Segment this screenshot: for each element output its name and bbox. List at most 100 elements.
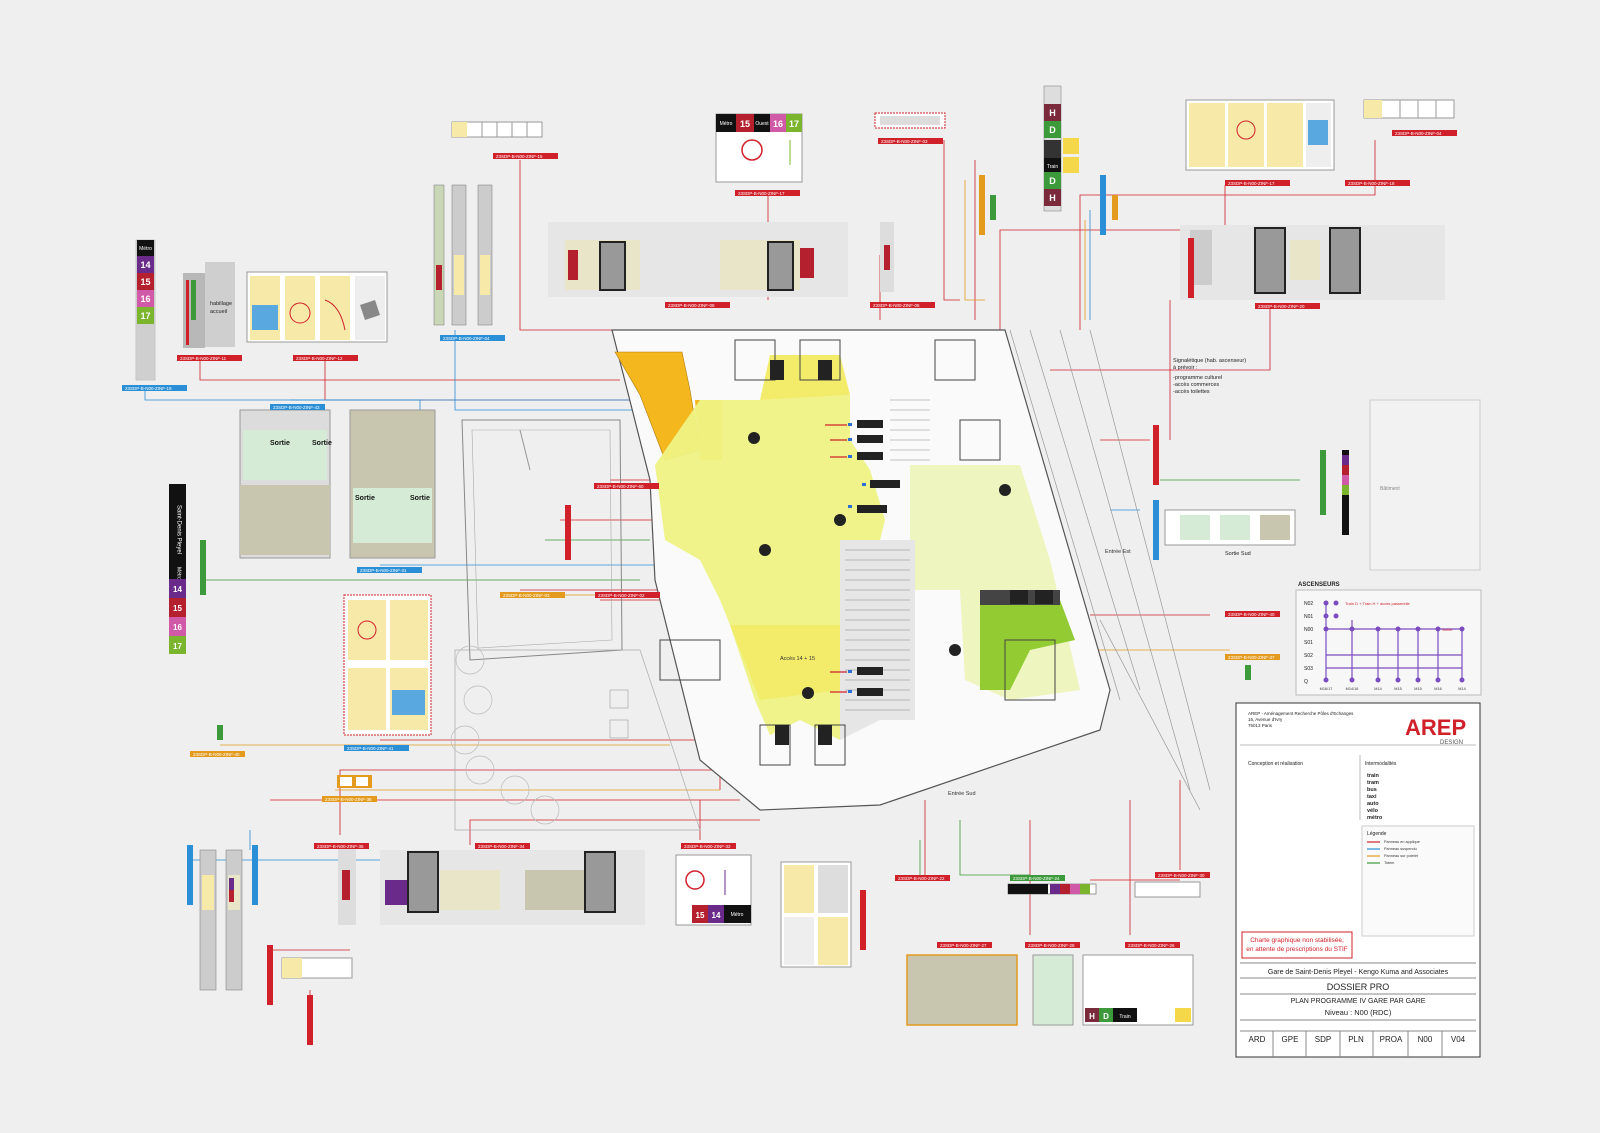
svg-text:23SDP-B-N00-ZINF-18: 23SDP-B-N00-ZINF-18 [1348, 181, 1395, 186]
svg-text:V04: V04 [1451, 1035, 1466, 1044]
svg-text:23SDP-B-N00-ZINF-41: 23SDP-B-N00-ZINF-41 [347, 746, 394, 751]
svg-text:vélo: vélo [1367, 808, 1379, 814]
svg-text:15: 15 [696, 911, 705, 920]
svg-text:N00: N00 [1304, 627, 1313, 633]
plan-panels-top-left [246, 271, 388, 343]
svg-text:23SDP-B-N00-ZINF-24: 23SDP-B-N00-ZINF-24 [1013, 876, 1060, 881]
svg-text:15: 15 [140, 277, 150, 287]
svg-text:tram: tram [1367, 780, 1379, 786]
svg-text:17: 17 [173, 642, 182, 651]
plan-panels-top-right [1185, 99, 1455, 171]
svg-text:17: 17 [789, 119, 799, 129]
svg-text:M16: M16 [1434, 687, 1441, 691]
svg-text:23SDP-B-N00-ZINF-40: 23SDP-B-N00-ZINF-40 [193, 752, 240, 757]
svg-text:PLAN PROGRAMME IV GARE PAR GAR: PLAN PROGRAMME IV GARE PAR GARE [1291, 998, 1426, 1005]
svg-text:Intermodalités: Intermodalités [1365, 761, 1397, 767]
svg-text:Panneau suspendu: Panneau suspendu [1384, 847, 1417, 851]
svg-text:17: 17 [140, 311, 150, 321]
svg-text:train: train [1367, 773, 1380, 779]
svg-text:ARD: ARD [1249, 1035, 1266, 1044]
svg-text:D: D [1049, 176, 1056, 186]
vertical-panels [433, 184, 493, 326]
small-sign-top [451, 121, 543, 138]
svg-text:23SDP-B-N00-ZINF-02: 23SDP-B-N00-ZINF-02 [598, 593, 645, 598]
svg-text:16: 16 [773, 119, 783, 129]
metro-column-header: Métro [139, 246, 152, 252]
svg-text:Train: Train [1119, 1014, 1130, 1020]
sortie-sud-panel: Sortie Sud [1164, 509, 1296, 557]
svg-text:23SDP-B-N00-ZINF-31: 23SDP-B-N00-ZINF-31 [360, 568, 407, 573]
svg-text:23SDP-B-N00-ZINF-12: 23SDP-B-N00-ZINF-12 [296, 356, 343, 361]
svg-text:Gare de Saint-Denis Pleyel - K: Gare de Saint-Denis Pleyel - Kengo Kuma … [1268, 969, 1449, 976]
svg-text:23SDP-B-N00-ZINF-11: 23SDP-B-N00-ZINF-11 [180, 356, 227, 361]
svg-text:23SDP-B-N00-ZINF-28: 23SDP-B-N00-ZINF-28 [1028, 943, 1075, 948]
svg-text:M14: M14 [1374, 687, 1381, 691]
svg-text:14: 14 [140, 260, 150, 270]
svg-text:23SDP-B-N00-ZINF-34: 23SDP-B-N00-ZINF-34 [478, 844, 525, 849]
svg-text:M16/17: M16/17 [1320, 687, 1333, 691]
svg-text:Sortie Sud: Sortie Sud [1225, 551, 1251, 557]
svg-text:23SDP-B-N00-ZINF-04: 23SDP-B-N00-ZINF-04 [1395, 131, 1442, 136]
svg-text:Métro: Métro [176, 567, 182, 580]
signaletique-note: Signalétique (hab. ascenseur) à prévoir … [1173, 358, 1248, 395]
svg-text:Niveau : N00 (RDC): Niveau : N00 (RDC) [1325, 1008, 1392, 1017]
svg-text:Panneau sur potelet: Panneau sur potelet [1384, 854, 1419, 858]
svg-text:N00: N00 [1418, 1035, 1433, 1044]
svg-text:H: H [1089, 1012, 1095, 1021]
svg-text:Conception et réalisation: Conception et réalisation [1248, 761, 1303, 767]
svg-text:H: H [1049, 108, 1056, 118]
svg-text:PLN: PLN [1348, 1035, 1364, 1044]
svg-text:D: D [1103, 1012, 1109, 1021]
svg-text:23SDP-B-N00-ZINF-20: 23SDP-B-N00-ZINF-20 [1258, 304, 1305, 309]
elevator-elevation-bottom [380, 850, 645, 925]
svg-text:Sortie: Sortie [1442, 627, 1453, 632]
svg-text:M15: M15 [1394, 687, 1401, 691]
metro-column-panel: Métro 14 15 16 17 [135, 239, 156, 381]
svg-text:16: 16 [140, 294, 150, 304]
svg-text:Métro: Métro [731, 912, 744, 918]
svg-text:23SDP-B-N00-ZINF-03: 23SDP-B-N00-ZINF-03 [881, 139, 928, 144]
svg-text:N01: N01 [1304, 614, 1313, 620]
svg-text:16: 16 [173, 623, 182, 632]
svg-text:en attente de prescriptions du: en attente de prescriptions du STIF [1246, 946, 1348, 953]
svg-text:Train: Train [1047, 164, 1058, 170]
svg-text:auto: auto [1367, 801, 1379, 807]
sortie-label: Sortie [410, 495, 430, 502]
svg-text:S02: S02 [1304, 653, 1313, 659]
habillage-panel: habillage accueil [183, 262, 235, 348]
svg-text:23SDP-B-N00-ZINF-17: 23SDP-B-N00-ZINF-17 [738, 191, 785, 196]
svg-text:bus: bus [1367, 787, 1377, 793]
svg-text:15: 15 [740, 119, 750, 129]
svg-text:métro: métro [1367, 815, 1383, 821]
svg-text:M15: M15 [1414, 687, 1421, 691]
svg-text:GPE: GPE [1282, 1035, 1299, 1044]
svg-text:23SDP-B-N00-ZINF-04: 23SDP-B-N00-ZINF-04 [443, 336, 490, 341]
svg-text:DESIGN: DESIGN [1440, 740, 1463, 746]
svg-text:habillage: habillage [210, 301, 232, 307]
svg-text:D: D [1049, 125, 1056, 135]
svg-text:15: 15 [173, 604, 182, 613]
svg-text:Légende: Légende [1367, 831, 1387, 837]
svg-text:23SDP-B-N00-ZINF-40: 23SDP-B-N00-ZINF-40 [1228, 612, 1275, 617]
arep-logo: AREP [1405, 715, 1466, 740]
svg-text:23SDP-B-N00-ZINF-30: 23SDP-B-N00-ZINF-30 [1158, 873, 1205, 878]
svg-text:23SDP-B-N00-ZINF-15: 23SDP-B-N00-ZINF-15 [496, 154, 543, 159]
svg-text:H: H [1049, 193, 1056, 203]
svg-text:Bâtiment: Bâtiment [1380, 486, 1400, 492]
svg-text:Panneau en applique: Panneau en applique [1384, 840, 1420, 844]
title-block: AREP - Aménagement Recherche Pôles d'Ech… [1235, 702, 1481, 1058]
svg-text:23SDP-B-N00-ZINF-38: 23SDP-B-N00-ZINF-38 [325, 797, 372, 802]
svg-text:Ouest: Ouest [755, 121, 769, 127]
vertical-tag-bars [187, 175, 1326, 1045]
bottom-left-panels [199, 845, 356, 991]
plan-panels-mid-left [343, 594, 432, 736]
plan-label-entree-est: Entrée Est [1105, 549, 1131, 555]
svg-text:23SDP-B-N00-ZINF-17: 23SDP-B-N00-ZINF-17 [1228, 181, 1275, 186]
elevator-elevation-top [548, 222, 1445, 300]
plan-label-entree-sud: Entrée Sud [948, 791, 976, 797]
connector-lines-green [200, 479, 1300, 880]
svg-text:SDP: SDP [1315, 1035, 1331, 1044]
svg-text:AREP - Aménagement Recherche P: AREP - Aménagement Recherche Pôles d'Ech… [1248, 711, 1354, 716]
svg-text:PROA: PROA [1380, 1035, 1403, 1044]
toilet-sign [337, 775, 372, 788]
